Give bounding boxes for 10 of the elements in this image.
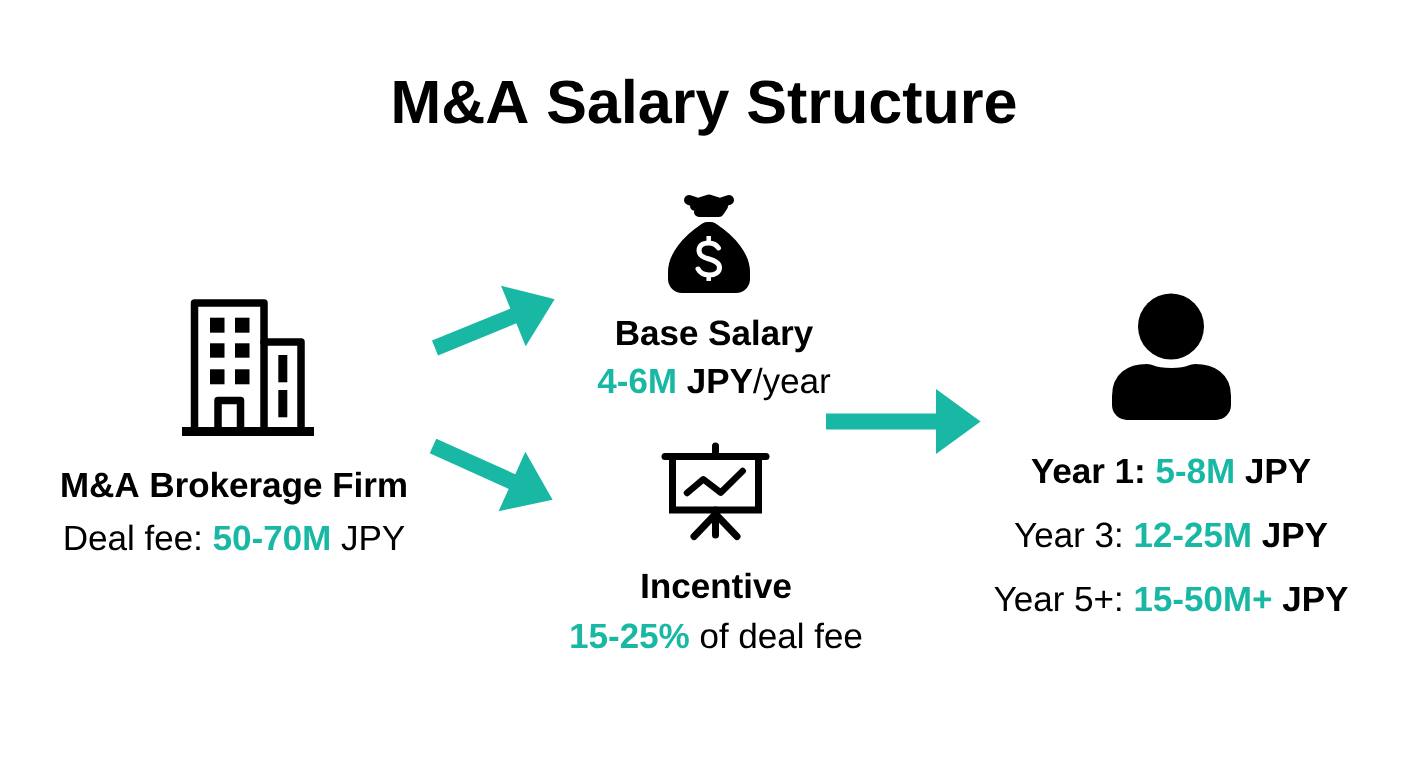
value-text: Deal fee: 50-70M JPY xyxy=(65,524,405,551)
value-text: Year 1: 5-8M JPY xyxy=(1031,458,1311,484)
value-text: 15-25% of deal fee xyxy=(571,622,862,649)
heading-text: M&A Brokerage Firm xyxy=(62,471,406,505)
value-text: 4-6M JPY/year xyxy=(597,367,831,401)
value-text: Year 5+: 15-50M+ JPY xyxy=(994,586,1348,612)
heading-text: Incentive xyxy=(642,572,791,599)
title: M&A Salary Structure xyxy=(394,78,1016,136)
value-text: Year 3: 12-25M JPY xyxy=(1014,522,1328,548)
heading-text: Base Salary xyxy=(617,319,813,353)
